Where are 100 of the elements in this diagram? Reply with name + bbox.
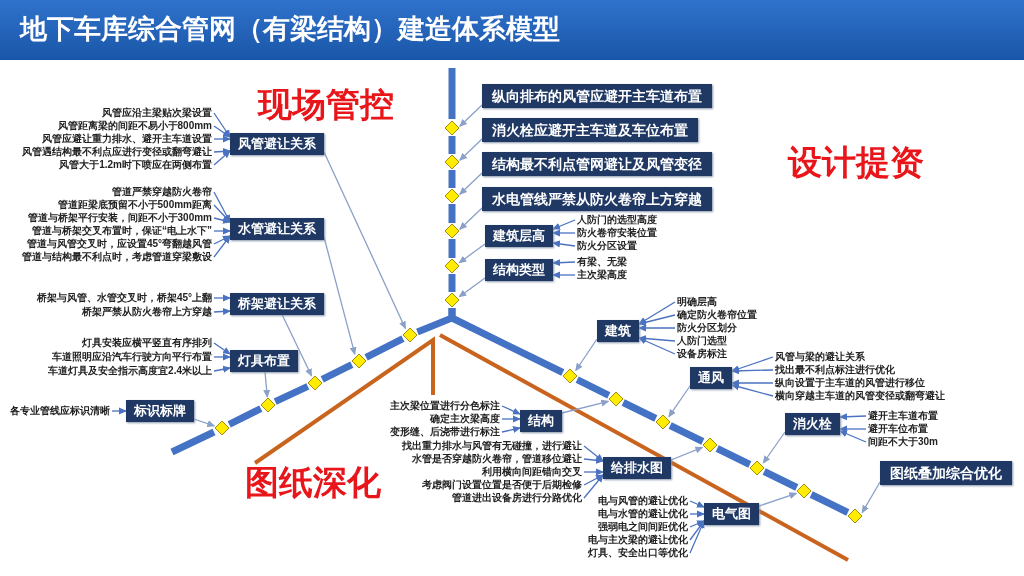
pipe-line <box>320 361 354 383</box>
arrow <box>839 430 867 443</box>
topic-box: 灯具布置 <box>230 350 298 372</box>
arrow <box>583 456 604 464</box>
topic-box: 建筑层高 <box>485 225 553 247</box>
arrow <box>213 342 231 355</box>
pipe-line <box>715 445 752 468</box>
note-text: 灯具安装应横平竖直有序排列 <box>82 337 212 349</box>
arrow <box>638 314 676 326</box>
arrow <box>552 259 576 267</box>
leader-arrow <box>758 492 798 507</box>
note-text: 有梁、无梁 <box>577 256 627 268</box>
note-text: 防火分区划分 <box>677 322 737 334</box>
leader-arrow <box>323 236 357 356</box>
diamond-marker <box>562 368 578 384</box>
arrow <box>689 520 705 541</box>
note-text: 避开车位布置 <box>868 423 928 435</box>
note-text: 找出重力排水与风管有无碰撞，进行避让 <box>402 440 582 452</box>
topic-box: 图纸叠加综合优化 <box>880 461 1012 485</box>
diamond-marker <box>260 397 276 413</box>
pipe-line <box>448 204 456 223</box>
note-text: 风管应避让重力排水、避开主车道设置 <box>42 133 212 145</box>
arrow <box>689 520 705 528</box>
note-text: 管道严禁穿越防火卷帘 <box>112 186 212 198</box>
topic-box: 桥架避让关系 <box>230 293 324 315</box>
diamond-marker <box>444 258 460 274</box>
arrow <box>213 227 231 235</box>
arrow <box>583 474 604 486</box>
note-text: 找出最不利点标注进行优化 <box>775 364 895 376</box>
arrow <box>583 474 604 499</box>
note-text: 明确层高 <box>677 296 717 308</box>
diamond-marker <box>307 375 323 391</box>
note-text: 管道与结构最不利点时，考虑管道穿梁敷设 <box>22 251 212 263</box>
pipe-line <box>575 376 611 399</box>
leader-arrow <box>459 172 483 195</box>
diamond-marker <box>402 327 418 343</box>
note-text: 确定防火卷帘位置 <box>677 309 757 321</box>
arrow <box>689 510 705 518</box>
topic-box: 标识标牌 <box>126 400 194 422</box>
note-text: 风管遇结构最不利点应进行变径或翻弯避让 <box>22 146 212 158</box>
note-text: 人防门选型 <box>677 335 727 347</box>
topic-box: 建筑 <box>597 320 639 342</box>
arrow <box>213 365 231 373</box>
pipe-line <box>227 405 263 428</box>
note-text: 桥架与风管、水管交叉时，桥架45°上翻 <box>36 292 212 304</box>
leader-arrow <box>281 314 313 377</box>
leader-arrow <box>459 138 483 161</box>
arrow <box>552 240 576 248</box>
diamond-marker <box>444 154 460 170</box>
note-text: 桥架严禁从防火卷帘上方穿越 <box>82 306 212 318</box>
note-text: 主次梁位置进行分色标注 <box>390 400 500 412</box>
note-text: 横向穿越主车道的风管变径或翻弯避让 <box>775 390 945 402</box>
arrow <box>213 235 231 258</box>
arrow <box>213 125 231 138</box>
note-text: 纵向设置于主车道的风管进行移位 <box>775 377 925 389</box>
arrow <box>552 271 576 279</box>
leader-arrow <box>458 243 486 264</box>
section-heading: 设计提资 <box>788 142 924 182</box>
pipe-line <box>668 422 705 445</box>
topic-box: 电气图 <box>704 503 759 525</box>
pipe-line <box>762 468 799 491</box>
pipe-line <box>448 136 456 154</box>
section-heading: 现场管控 <box>258 84 394 124</box>
note-text: 人防门的选型高度 <box>577 214 657 226</box>
diamond-marker <box>608 391 624 407</box>
leader-arrow <box>263 371 271 398</box>
note-text: 电与主次梁的避让优化 <box>588 534 688 546</box>
leader-arrow <box>459 207 483 230</box>
topic-box: 水管避让关系 <box>230 218 324 240</box>
note-text: 管道与桥架平行安装，间距不小于300mm <box>27 212 212 224</box>
leader-arrow <box>670 446 704 461</box>
leader-arrow <box>762 431 786 464</box>
note-text: 车道灯具及安全指示高度宜2.4米以上 <box>48 365 212 377</box>
diamond-marker <box>796 483 812 499</box>
note-text: 变形缝、后浇带进行标注 <box>390 426 500 438</box>
arrow <box>731 379 774 387</box>
arrow <box>638 301 676 325</box>
topic-box: 水电管线严禁从防火卷帘上方穿越 <box>482 187 712 211</box>
note-text: 考虑阀门设置位置是否便于后期检修 <box>422 479 582 491</box>
arrow <box>583 445 604 462</box>
leader-arrow <box>861 481 881 514</box>
note-text: 风管大于1.2m时下喷应在两侧布置 <box>59 159 212 171</box>
arrow <box>583 468 604 476</box>
diamond-marker <box>655 414 671 430</box>
note-text: 管道与风管交叉时，应设置45°弯翻越风管 <box>26 238 212 250</box>
topic-box: 结构类型 <box>485 259 553 281</box>
topic-box: 给排水图 <box>603 457 671 479</box>
topic-box: 通风 <box>690 367 732 389</box>
arrow <box>731 383 774 397</box>
arrow <box>689 500 705 508</box>
note-text: 电与风管的避让优化 <box>598 495 688 507</box>
diamond-marker <box>444 223 460 239</box>
pipe-line <box>448 239 456 258</box>
diamond-marker <box>214 420 230 436</box>
note-text: 避开主车道布置 <box>868 410 938 422</box>
arrow <box>111 407 127 415</box>
note-text: 设备房标注 <box>677 348 727 360</box>
arrow <box>552 229 576 237</box>
note-text: 确定主次梁高度 <box>430 413 500 425</box>
arrow <box>638 324 676 332</box>
